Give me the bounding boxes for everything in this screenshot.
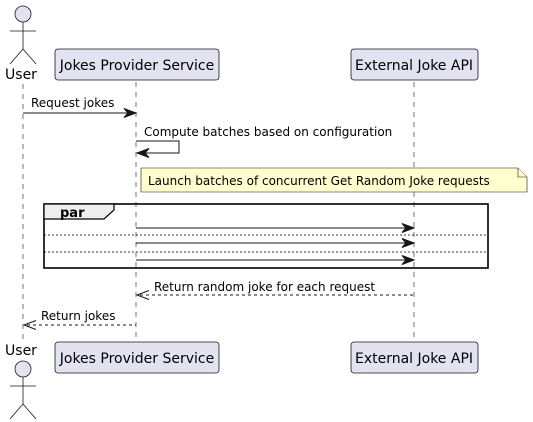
message-compute-batches-label: Compute batches based on configuration (144, 125, 392, 139)
message-request-jokes-label: Request jokes (31, 96, 114, 110)
message-request-jokes: Request jokes (23, 96, 138, 118)
message-return-random-joke-label: Return random joke for each request (154, 280, 375, 294)
user-actor-head (14, 5, 32, 23)
par-branch-message-1 (136, 223, 416, 233)
user-actor-bottom-label: User (5, 343, 37, 359)
message-return-jokes: Return jokes (22, 309, 136, 330)
message-return-jokes-label: Return jokes (41, 309, 115, 323)
user-actor-bottom (9, 360, 37, 420)
user-actor-top (9, 5, 37, 65)
par-frame-label: par (60, 206, 85, 221)
provider-participant-top-label: Jokes Provider Service (59, 58, 215, 74)
provider-participant-bottom-label: Jokes Provider Service (59, 351, 215, 367)
par-branch-message-3 (136, 255, 416, 265)
provider-participant-top: Jokes Provider Service (54, 48, 220, 81)
api-participant-top-label: External Joke API (355, 58, 473, 74)
api-participant-bottom: External Joke API (350, 341, 479, 374)
note-launch-batches-text: Launch batches of concurrent Get Random … (148, 174, 490, 188)
provider-participant-bottom: Jokes Provider Service (54, 341, 220, 374)
note-launch-batches: Launch batches of concurrent Get Random … (140, 167, 528, 193)
user-actor-bottom-head (14, 360, 32, 378)
message-compute-batches: Compute batches based on configuration (135, 125, 392, 158)
message-return-random-joke: Return random joke for each request (135, 280, 414, 300)
par-frame: par (43, 203, 489, 269)
par-branch-message-2 (136, 238, 416, 248)
user-actor-top-label: User (5, 67, 37, 83)
api-participant-top: External Joke API (350, 48, 479, 81)
api-participant-bottom-label: External Joke API (355, 351, 473, 367)
